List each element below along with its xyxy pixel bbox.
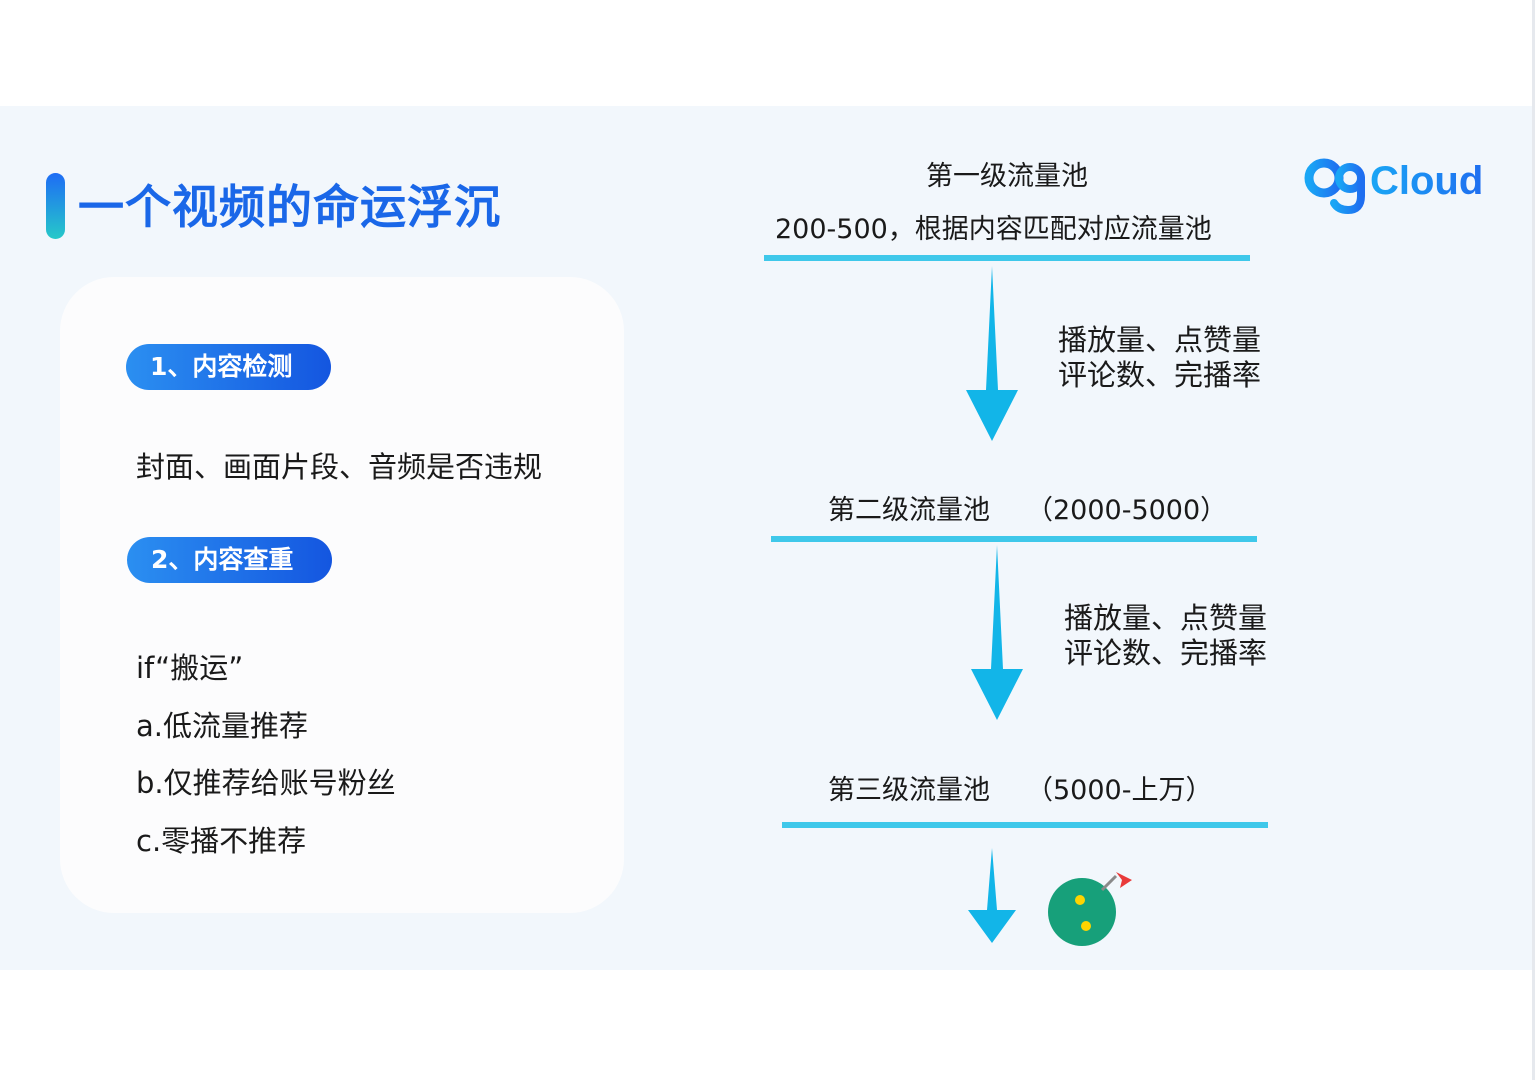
option-fans-only: b.仅推荐给账号粉丝 [136, 766, 396, 800]
right-edge-line [1532, 0, 1535, 1080]
pool2-divider [771, 536, 1257, 542]
content-detection-text: 封面、画面片段、音频是否违规 [136, 450, 543, 484]
option-low-traffic: a.低流量推荐 [136, 709, 308, 743]
pool1-metrics: 播放量、点赞量 评论数、完播率 [1058, 323, 1261, 393]
section-badge-duplicate-check: 2、内容查重 [127, 537, 332, 583]
svg-text:Cloud: Cloud [1370, 159, 1482, 203]
title-accent-bar [46, 173, 65, 239]
pool2-metrics: 播放量、点赞量 评论数、完播率 [1064, 601, 1267, 671]
pool3-divider [782, 822, 1268, 828]
condition-text: if“搬运” [136, 651, 244, 685]
pool1-range: 200-500，根据内容匹配对应流量池 [775, 214, 1212, 245]
metrics-line: 评论数、完播率 [1058, 358, 1262, 392]
page-title: 一个视频的命运浮沉 [78, 180, 501, 234]
down-arrow-icon [968, 848, 1016, 943]
pool1-name: 第一级流量池 [926, 161, 1088, 192]
down-arrow-icon [966, 266, 1018, 441]
down-arrow-icon [971, 545, 1023, 720]
metrics-line: 播放量、点赞量 [1064, 601, 1268, 635]
target-flag-icon [1048, 872, 1132, 946]
pool1-divider [764, 255, 1250, 261]
option-no-recommend: c.零播不推荐 [136, 824, 307, 858]
pool3-name: 第三级流量池 [828, 775, 990, 806]
pool2-label: 第二级流量池 （2000-5000） [828, 488, 1227, 527]
section-badge-content-detection: 1、内容检测 [126, 344, 331, 390]
pool2-name: 第二级流量池 [828, 495, 990, 526]
metrics-line: 播放量、点赞量 [1058, 323, 1262, 357]
pool3-label: 第三级流量池 （5000-上万） [828, 768, 1212, 807]
metrics-line: 评论数、完播率 [1064, 636, 1268, 670]
pool3-range: （5000-上万） [1026, 775, 1213, 806]
pool2-range: （2000-5000） [1026, 495, 1228, 526]
ogcloud-logo-icon: Cloud [1304, 158, 1482, 214]
